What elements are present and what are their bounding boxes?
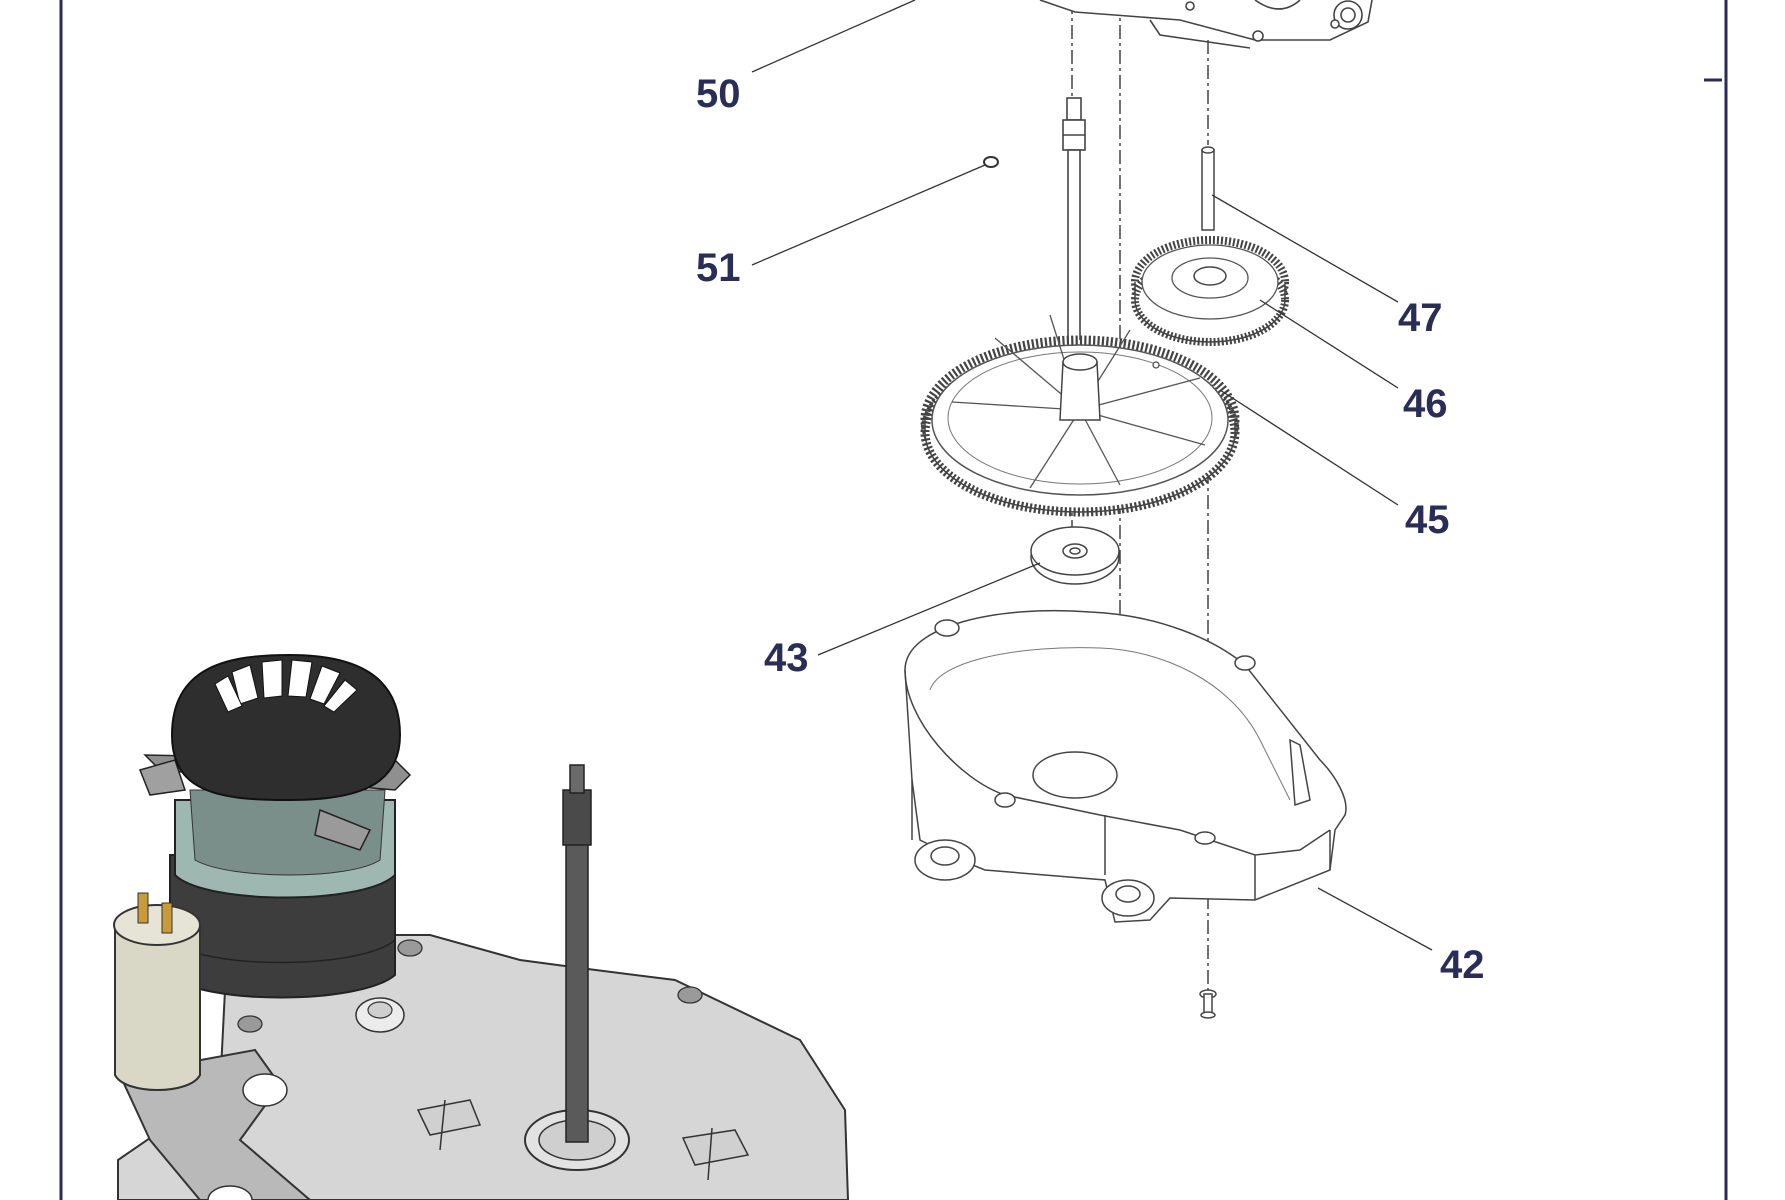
small-gear: [1131, 236, 1289, 346]
callout-50: 50: [696, 72, 741, 116]
pin-shaft: [1201, 146, 1215, 231]
callout-47: 47: [1398, 296, 1443, 340]
leader-lines: [751, 0, 1433, 951]
o-ring: [983, 156, 999, 168]
callout-51: 51: [696, 246, 741, 290]
drive-shaft: [524, 764, 630, 1171]
gearbox-upper-cover: [1039, 0, 1373, 49]
callout-42: 42: [1440, 943, 1485, 987]
callout-46: 46: [1403, 382, 1448, 426]
washer: [1030, 526, 1120, 585]
large-gear: [920, 314, 1240, 517]
motor-fan-cap: [170, 653, 402, 802]
motor-assembly: [113, 653, 850, 1200]
gearbox-lower-housing: [904, 609, 1347, 923]
callout-43: 43: [764, 636, 809, 680]
mounting-clips: [416, 1099, 750, 1181]
callout-45: 45: [1405, 498, 1450, 542]
bottom-screw: [1199, 989, 1217, 1019]
central-shaft: [1062, 97, 1086, 351]
page-frame: [59, 0, 1728, 1200]
capacitor: [113, 892, 201, 1091]
